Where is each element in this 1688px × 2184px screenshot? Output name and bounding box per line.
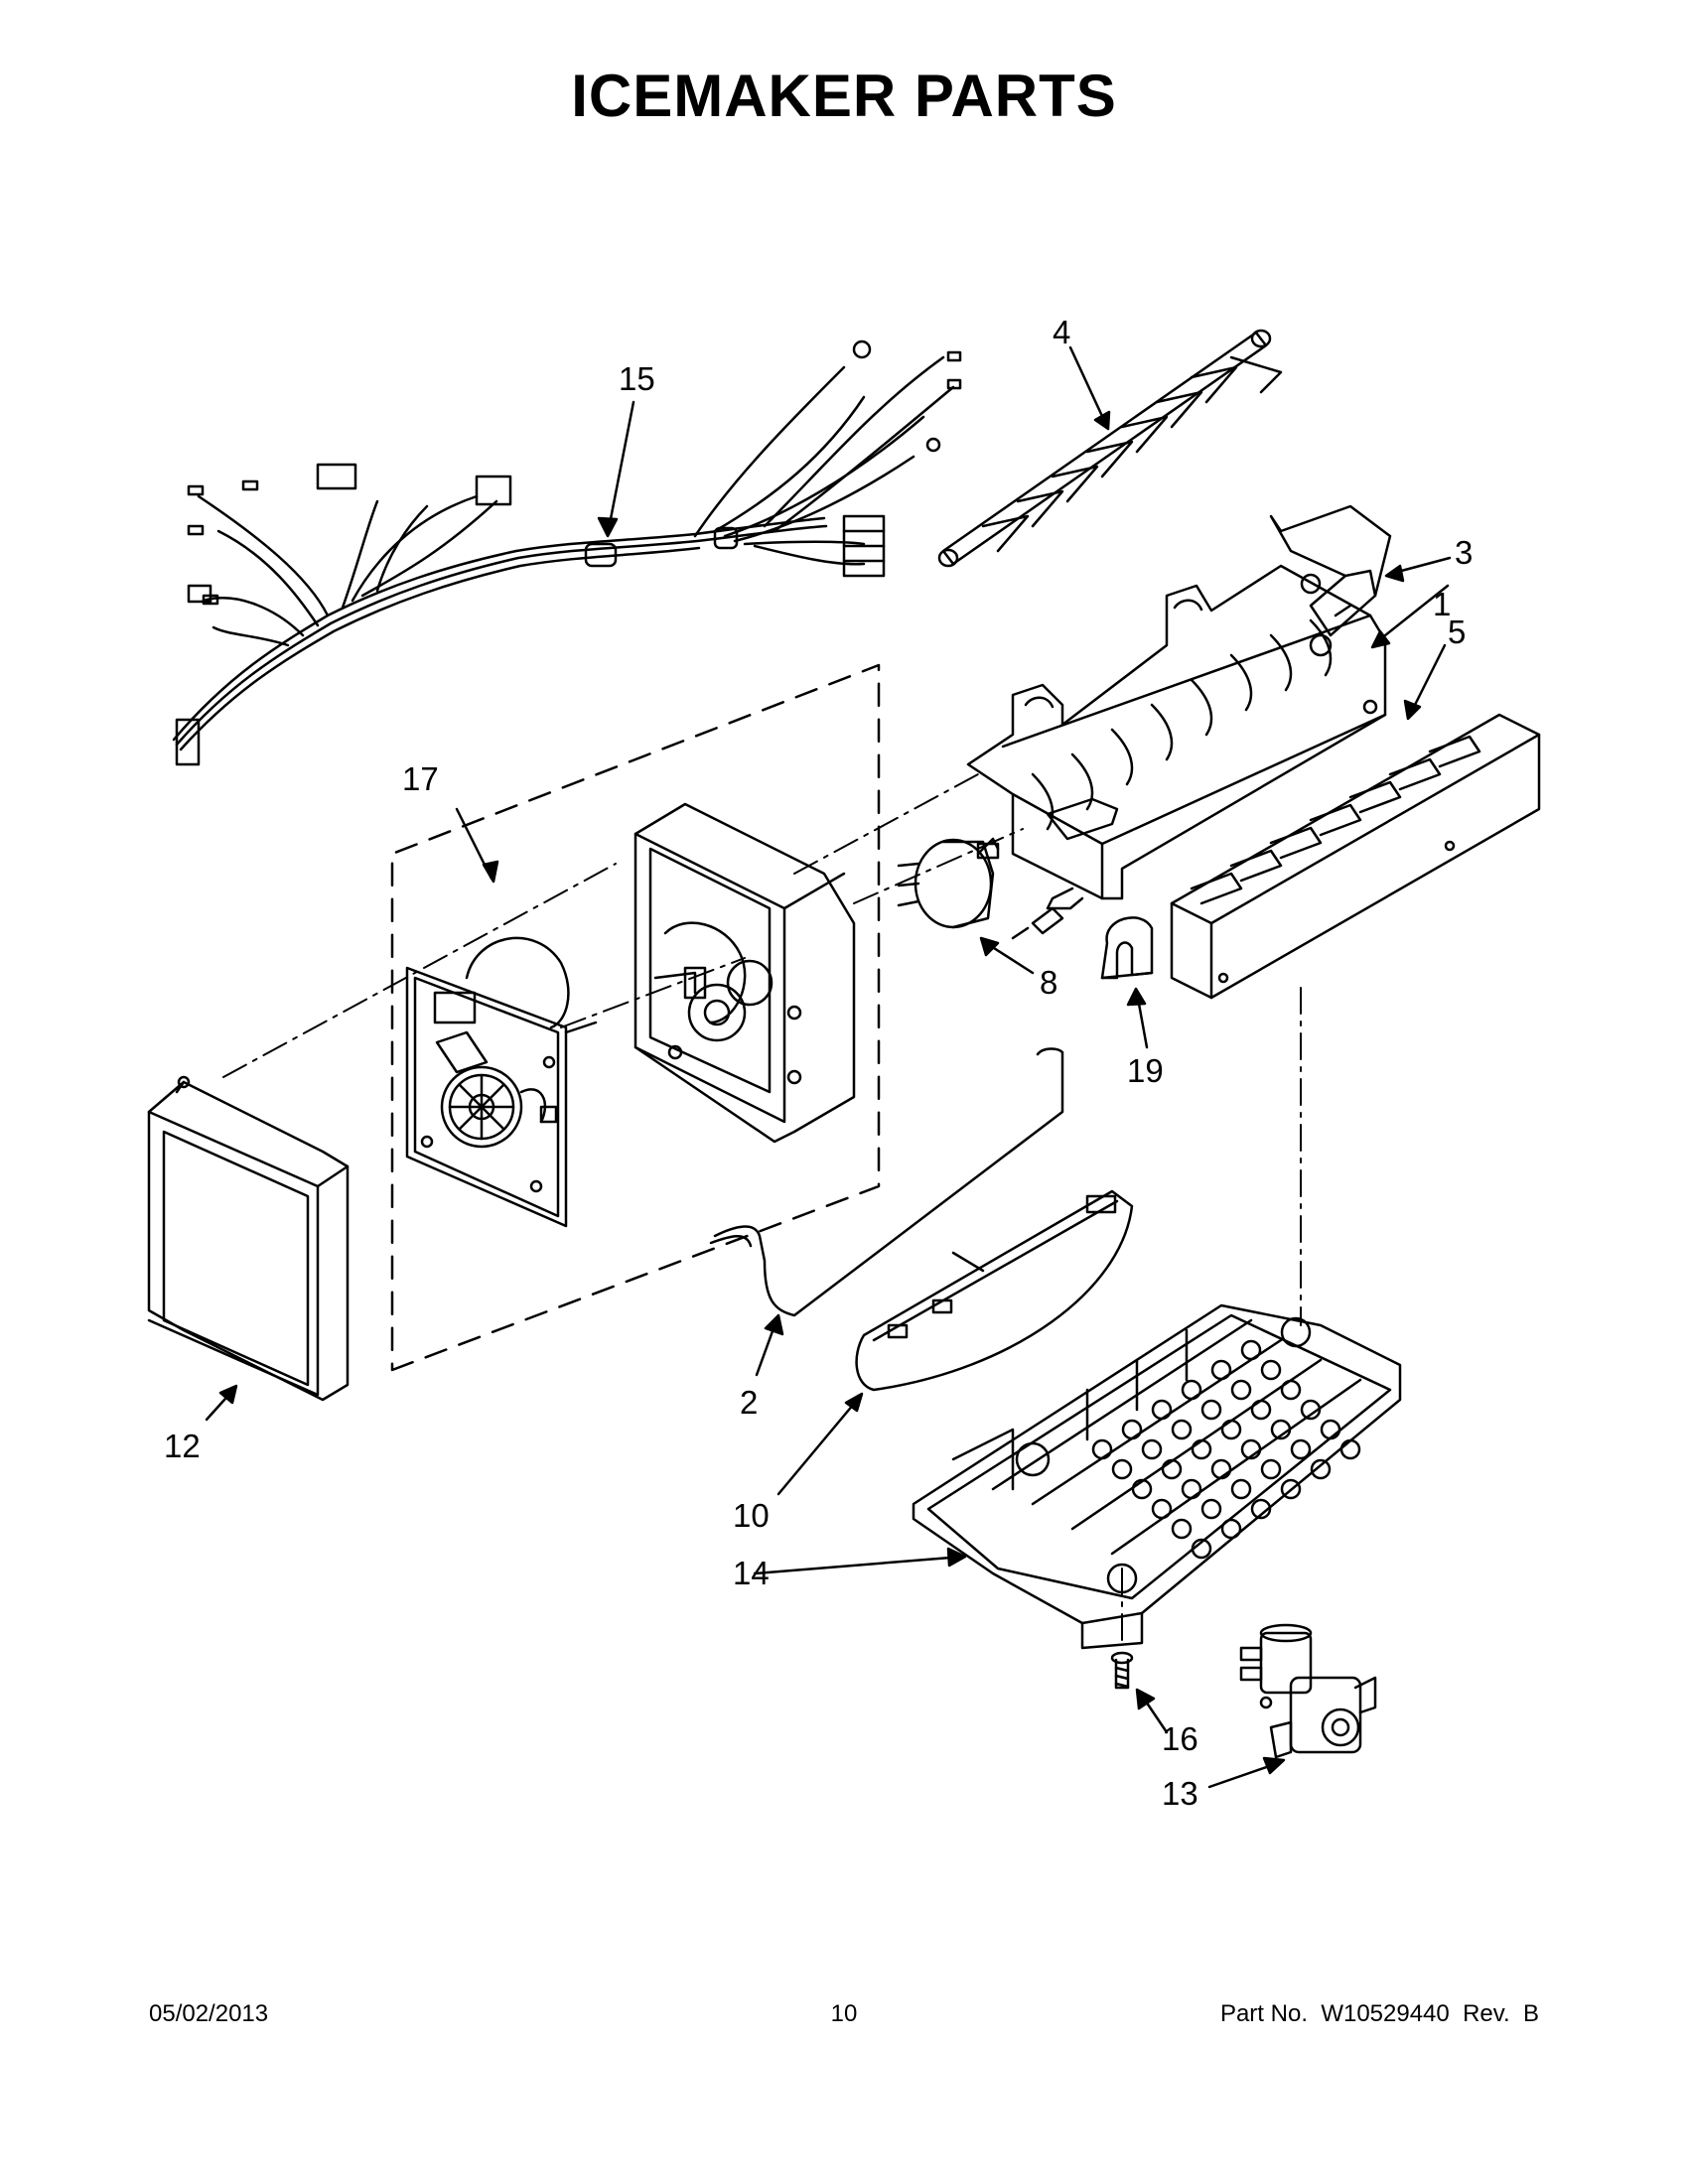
page-title: ICEMAKER PARTS [571,63,1117,129]
fill-cup-drawing [1170,713,1541,1000]
wire-harness-drawing [172,340,962,766]
callout-3: 3 [1455,534,1474,571]
footer-part-number: Part No. W10529440 Rev. B [1219,2000,1539,2027]
ejector-drawing [937,329,1283,568]
thermostat-drawing [897,837,1064,940]
callout-1: 1 [1433,586,1452,622]
callout-14: 14 [733,1555,770,1591]
callout-5: 5 [1448,614,1467,650]
callout-arrows [205,345,1452,1789]
callout-19: 19 [1127,1052,1164,1089]
water-valve-drawing [1239,1623,1377,1759]
callout-10: 10 [733,1497,770,1534]
module-housing-group [390,663,881,1372]
front-cover-drawing [147,1075,350,1402]
footer-page-number: 10 [830,2000,858,2027]
callout-15: 15 [619,360,655,397]
motor-control-drawing [405,936,598,1228]
callout-8: 8 [1040,964,1058,1001]
ice-bin-drawing [912,1303,1402,1650]
motor-case-drawing [633,802,856,1144]
callout-16: 16 [1162,1720,1198,1757]
alignment-lines [222,773,1302,1644]
screw-drawing [1110,1651,1134,1690]
callout-12: 12 [164,1428,201,1464]
mold-cover-drawing [1269,504,1392,637]
callout-4: 4 [1053,314,1071,350]
callout-17: 17 [402,760,439,797]
callout-13: 13 [1162,1775,1198,1812]
callout-2: 2 [740,1384,759,1421]
ice-mold-drawing [966,564,1387,910]
bin-shield-drawing [855,1189,1134,1392]
footer-date: 05/02/2013 [149,2000,269,2027]
clip-drawing [1100,916,1154,980]
shutoff-arm-drawing [709,1047,1064,1317]
